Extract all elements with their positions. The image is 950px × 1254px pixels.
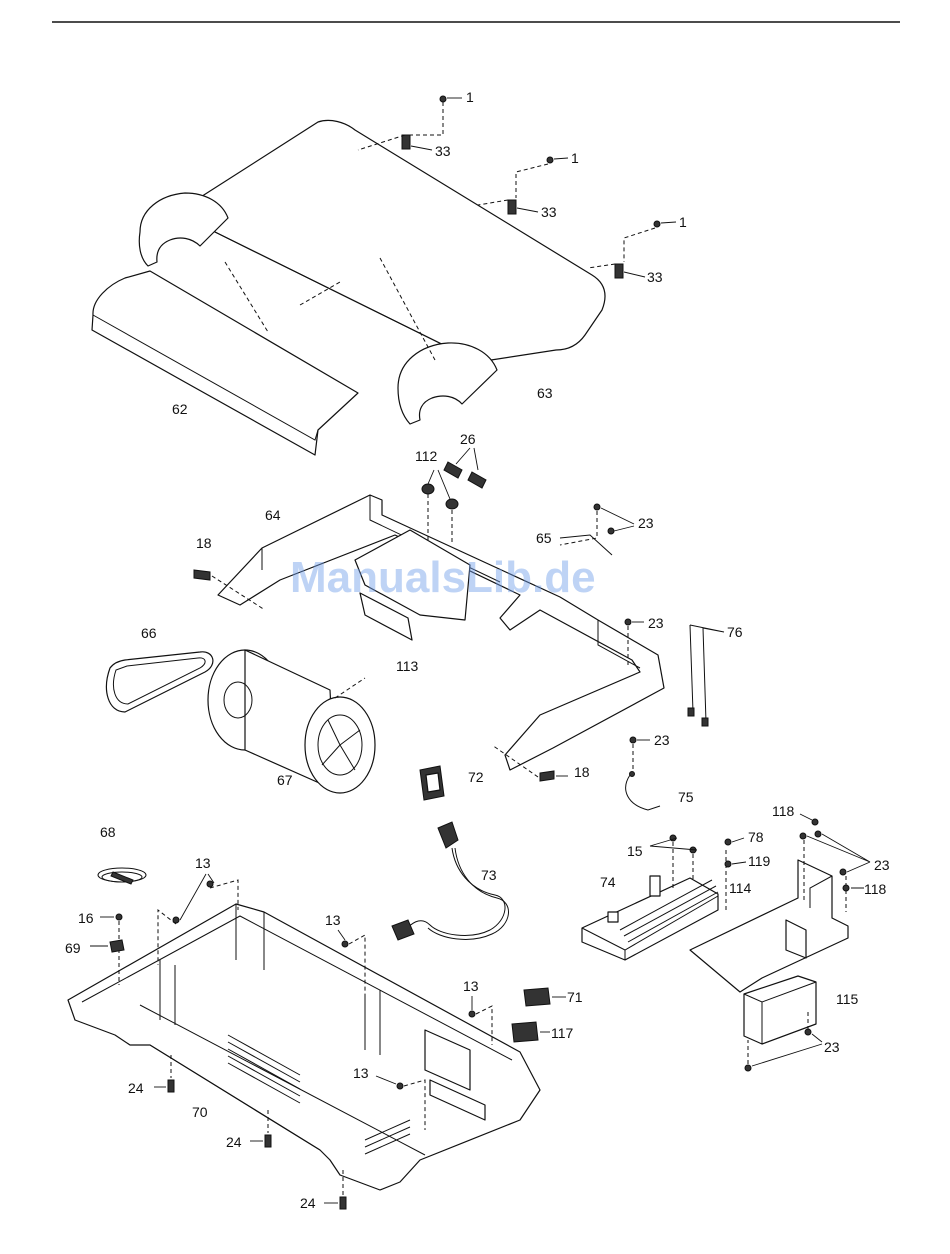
callout-13a: 13 [195,855,211,871]
sensor-wire-part-68 [98,868,146,884]
callout-33a: 33 [435,143,451,159]
callout-24a: 24 [128,1080,144,1096]
callout-118b: 118 [864,881,887,897]
callout-62: 62 [172,401,188,417]
callout-76: 76 [727,624,743,640]
callout-67: 67 [277,772,293,788]
callout-63: 63 [537,385,553,401]
callout-1b: 1 [571,150,579,166]
callout-71: 71 [567,989,583,1005]
callout-16: 16 [78,910,94,926]
callout-78: 78 [748,829,764,845]
callout-13d: 13 [353,1065,369,1081]
callout-114: 114 [729,880,752,896]
callout-119: 119 [748,853,771,869]
callout-64: 64 [265,507,281,523]
callout-68: 68 [100,824,116,840]
base-part-70 [68,904,540,1190]
callout-74: 74 [600,874,616,890]
callout-113: 113 [396,658,419,674]
callout-13c: 13 [463,978,479,994]
callout-23e: 23 [824,1039,840,1055]
callout-23b: 23 [648,615,664,631]
callout-23a: 23 [638,515,654,531]
callout-15: 15 [627,843,643,859]
callout-65: 65 [536,530,552,546]
callout-33b: 33 [541,204,557,220]
wire-ties-part-76 [688,625,724,726]
callout-118a: 118 [772,803,795,819]
callout-24b: 24 [226,1134,242,1150]
callout-115: 115 [836,991,859,1007]
callout-1c: 1 [679,214,687,230]
hood-base-part-62 [92,271,358,455]
callout-18a: 18 [196,535,212,551]
callout-24c: 24 [300,1195,316,1211]
callout-69: 69 [65,940,81,956]
callout-117: 117 [551,1025,574,1041]
callout-72: 72 [468,769,484,785]
callout-26: 26 [460,431,476,447]
switch-part-72 [420,766,444,800]
callout-75: 75 [678,789,694,805]
callout-23c: 23 [654,732,670,748]
callout-70: 70 [192,1104,208,1120]
callout-23d: 23 [874,857,890,873]
callout-18b: 18 [574,764,590,780]
drive-belt-part-66 [106,652,212,712]
callout-66: 66 [141,625,157,641]
callout-73: 73 [481,867,497,883]
watermark: ManualsLib.de [290,553,596,602]
enclosure-part-115 [744,976,822,1071]
callout-112: 112 [415,448,438,464]
callout-33c: 33 [647,269,663,285]
callout-1a: 1 [466,89,474,105]
callout-13b: 13 [325,912,341,928]
